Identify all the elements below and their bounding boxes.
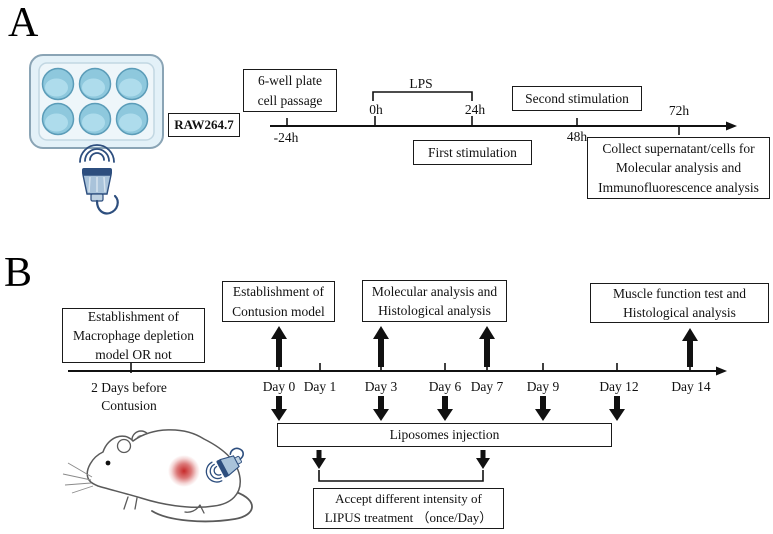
injection-arrow-down (373, 396, 389, 421)
lipus-bracket (318, 470, 484, 482)
lipus-arrow-down (312, 450, 326, 469)
timeline-b-arrowhead (716, 366, 727, 376)
mouse-icon (62, 429, 253, 523)
six-well-plate-icon (29, 54, 164, 149)
mouse-eye (105, 460, 111, 466)
day-label-6: Day 6 (428, 379, 462, 394)
timeline-graphics (68, 91, 737, 482)
lps-bracket (372, 91, 473, 101)
ultrasound-waves-icon (79, 144, 115, 163)
plate-wells (41, 67, 149, 136)
injury-spot (168, 455, 200, 487)
tick-label-24h: 24h (464, 102, 486, 117)
box-molecular-analysis: Molecular analysis and Histological anal… (362, 280, 507, 322)
box-muscle-function: Muscle function test and Histological an… (590, 283, 769, 323)
box-cell-passage: 6-well plate cell passage (243, 69, 337, 112)
day-label-12: Day 12 (599, 379, 639, 394)
mouse-transducer-icon (205, 447, 244, 483)
tick-label-0h: 0h (369, 102, 383, 117)
injection-arrow-down (437, 396, 453, 421)
event-arrow-up (682, 328, 698, 367)
box-second-stimulation: Second stimulation (512, 86, 642, 111)
timeline-a-arrowhead (726, 121, 737, 131)
event-arrow-up (271, 326, 287, 367)
injection-arrow-down (271, 396, 287, 421)
injection-arrow-down (535, 396, 551, 421)
tick-label-minus24h: -24h (273, 130, 299, 145)
lps-label: LPS (409, 76, 433, 91)
box-lipus-treatment: Accept different intensity of LIPUS trea… (313, 488, 504, 529)
day-label-3: Day 3 (364, 379, 398, 394)
mouse-body (86, 429, 241, 509)
label-2-days-before: 2 Days before Contusion (91, 380, 167, 413)
tick-label-72h: 72h (668, 103, 690, 118)
day-label-1: Day 1 (303, 379, 337, 394)
day-label-14: Day 14 (671, 379, 711, 394)
box-collect-analysis: Collect supernatant/cells for Molecular … (587, 137, 770, 199)
box-macrophage-depletion: Establishment of Macrophage depletion mo… (62, 308, 205, 363)
ultrasound-transducer-icon (79, 144, 119, 215)
box-cell-line: RAW264.7 (168, 113, 240, 137)
box-first-stimulation: First stimulation (413, 140, 532, 165)
event-arrow-up (373, 326, 389, 367)
injection-arrow-down (609, 396, 625, 421)
panel-b-letter: B (4, 250, 33, 296)
mouse-legs (123, 496, 205, 514)
mouse-whiskers (62, 462, 94, 494)
box-liposomes-injection: Liposomes injection (277, 423, 612, 447)
day-label-9: Day 9 (526, 379, 560, 394)
box-contusion-model: Establishment of Contusion model (222, 281, 335, 322)
day-label-7: Day 7 (470, 379, 504, 394)
mouse-tail (151, 491, 253, 523)
lipus-arrow-down (476, 450, 490, 469)
day-label-0: Day 0 (262, 379, 296, 394)
event-arrow-up (479, 326, 495, 367)
panel-a-letter: A (8, 0, 39, 46)
tick-label-48h: 48h (566, 129, 588, 144)
